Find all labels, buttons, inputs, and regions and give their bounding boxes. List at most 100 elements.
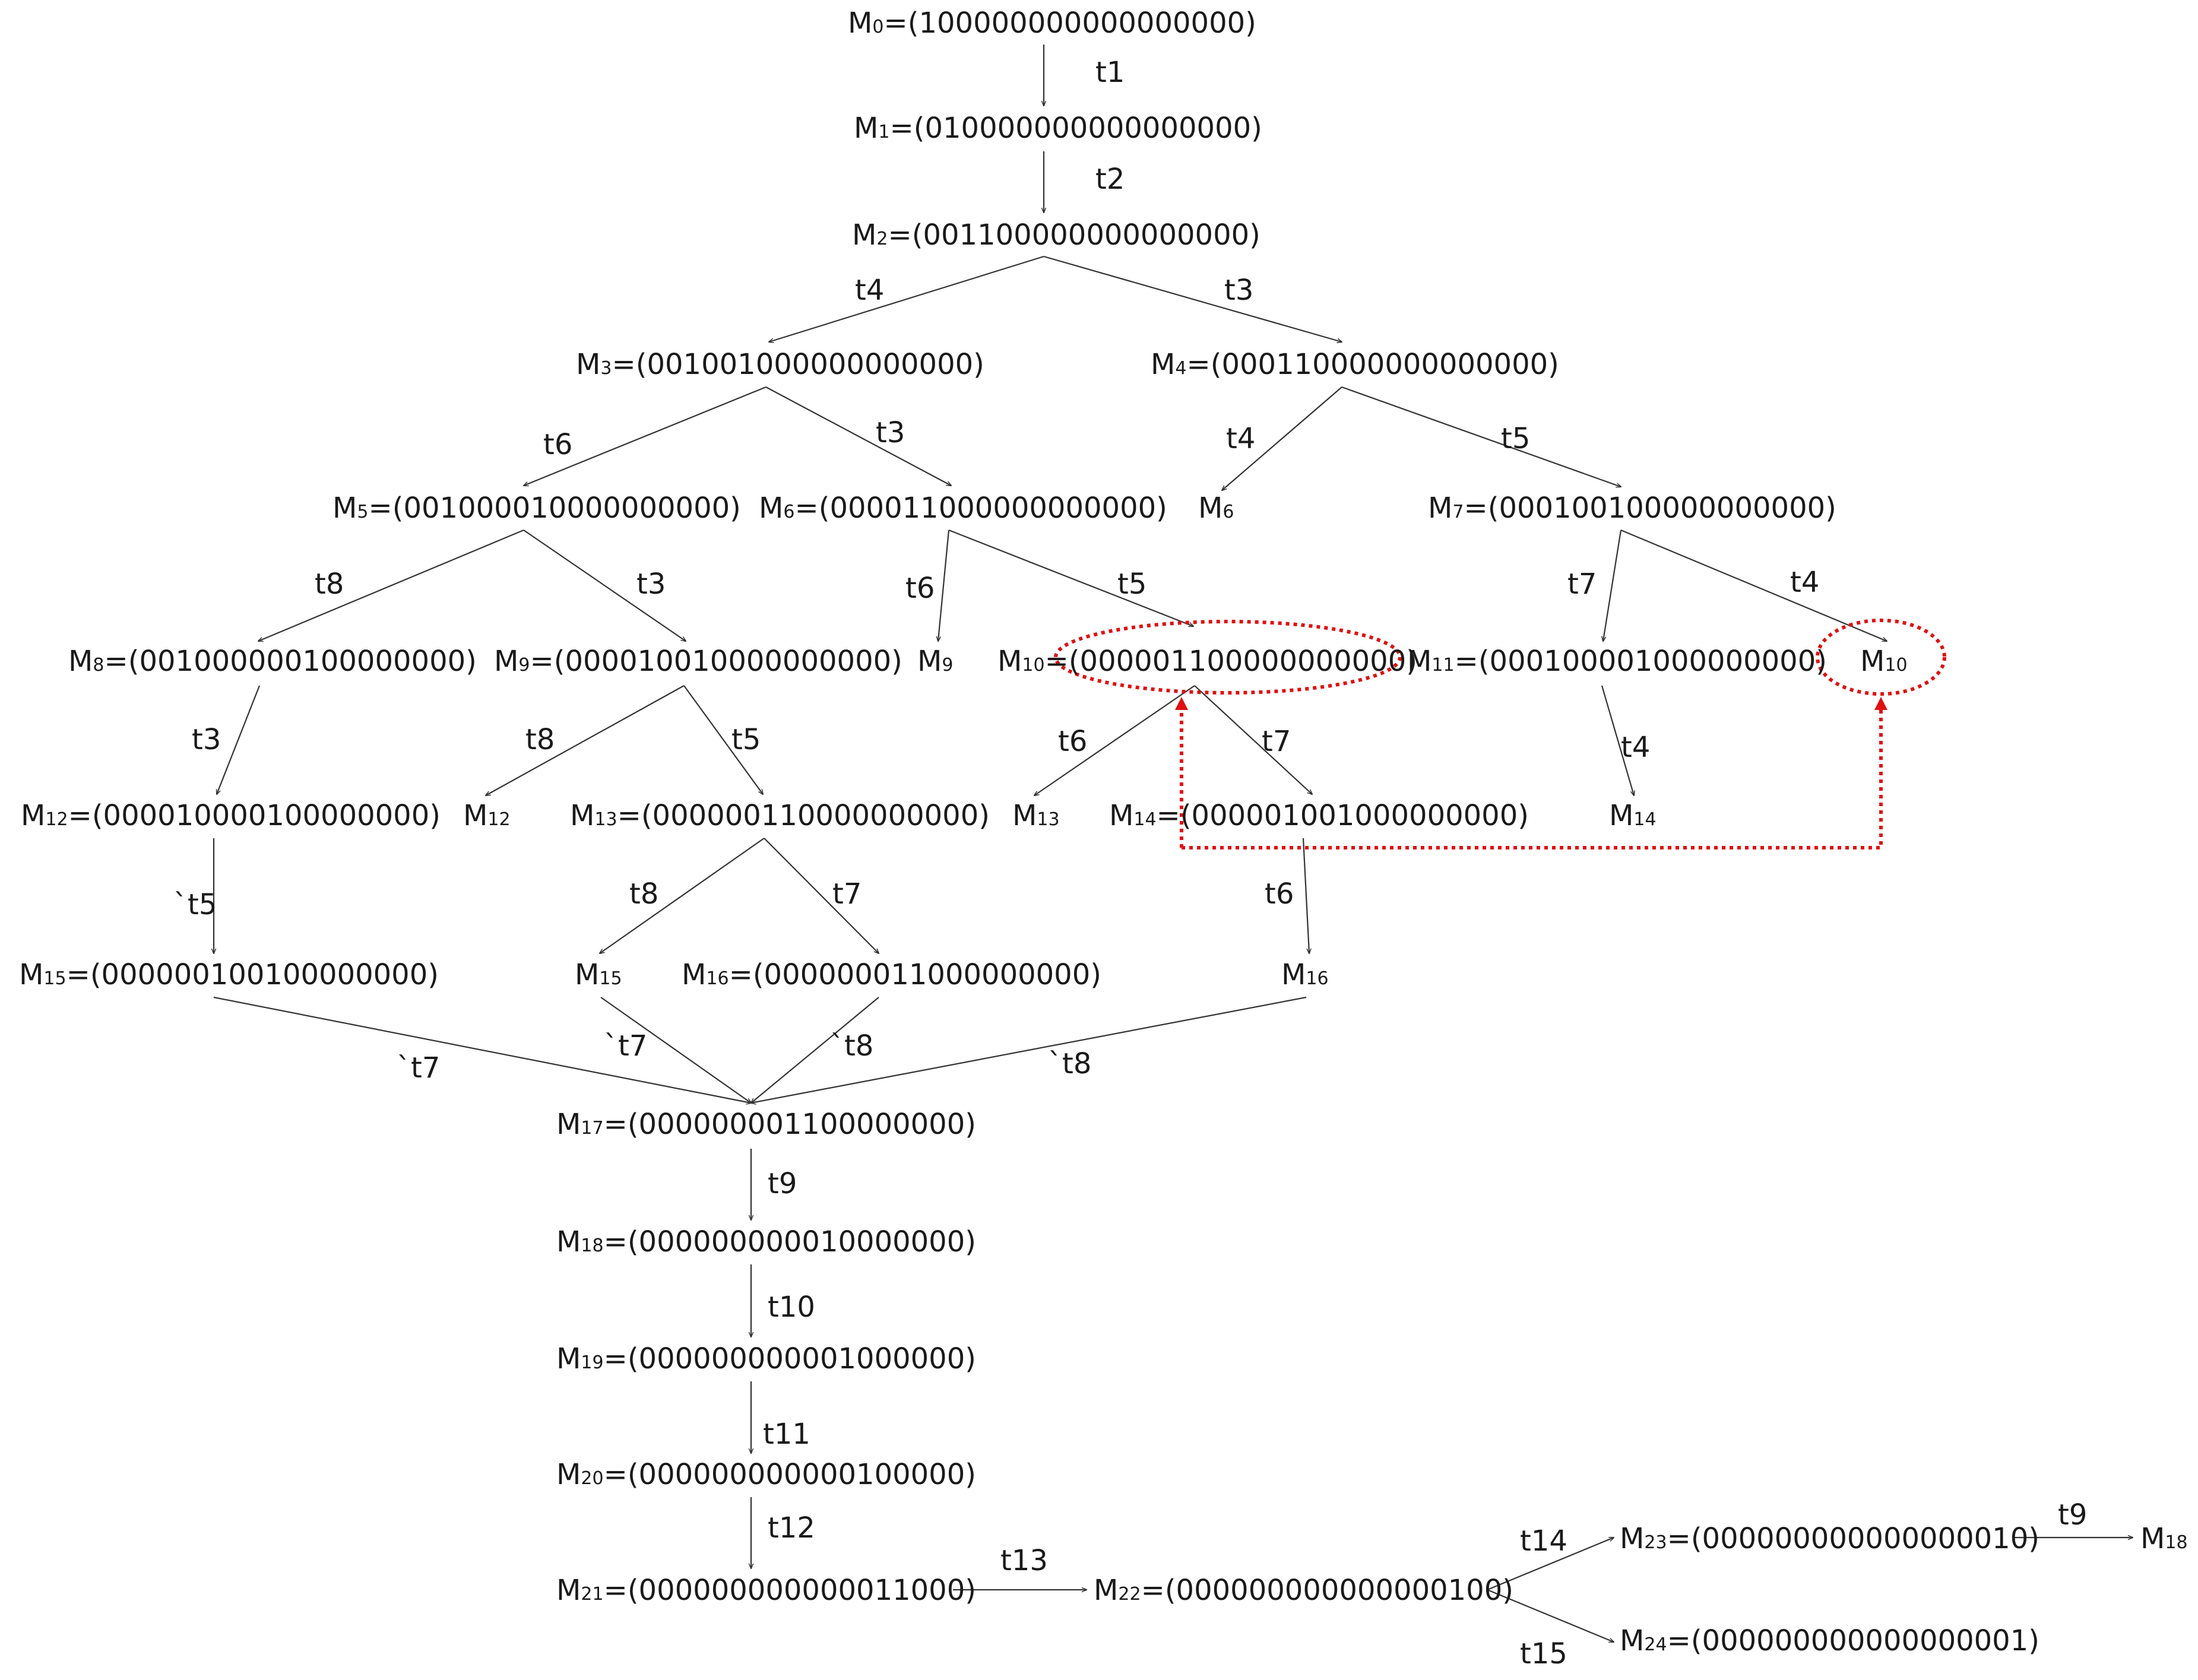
edge-m13-m16 bbox=[764, 838, 879, 953]
edge-label-m15r-m17: `t7 bbox=[604, 1029, 647, 1063]
edge-label-m19-m20: t11 bbox=[763, 1418, 810, 1451]
edge-m3-m6 bbox=[765, 386, 951, 486]
edge-m6-m10 bbox=[948, 529, 1193, 626]
edge-label-m17-m18: t9 bbox=[768, 1167, 797, 1200]
edge-label-m11-m14: t4 bbox=[1621, 731, 1650, 764]
edge-label-m16r-m17: `t8 bbox=[1048, 1047, 1091, 1080]
marking-m20: M20=(000000000000100000) bbox=[556, 1458, 976, 1491]
edge-label-m6-m9: t6 bbox=[905, 572, 935, 605]
marking-m15-repeat: M15 bbox=[575, 958, 622, 991]
edge-m6-m9 bbox=[938, 530, 950, 641]
marking-m14: M14=(000001001000000000) bbox=[1109, 799, 1529, 832]
marking-m6-repeat: M6 bbox=[1198, 492, 1234, 525]
marking-m16-repeat: M16 bbox=[1281, 958, 1329, 991]
marking-m15: M15=(000000100100000000) bbox=[19, 958, 439, 991]
marking-m12-repeat: M12 bbox=[463, 799, 511, 832]
highlight-ellipse-m10 bbox=[1054, 620, 1402, 695]
edge-label-m9-m13: t5 bbox=[731, 723, 761, 756]
marking-m24: M24=(000000000000000001) bbox=[1620, 1624, 2039, 1657]
edge-m15-m17 bbox=[213, 996, 751, 1103]
edge-m7-m10 bbox=[1620, 529, 1887, 641]
marking-m9: M9=(000010010000000000) bbox=[494, 645, 902, 678]
marking-m17: M17=(000000001100000000) bbox=[556, 1108, 976, 1141]
edge-label-m2-m4: t3 bbox=[1224, 274, 1253, 307]
edge-m5-m9 bbox=[523, 530, 686, 641]
edge-label-m1-m2: t2 bbox=[1095, 163, 1125, 196]
edge-m4-m6 bbox=[1222, 386, 1342, 490]
marking-m13: M13=(000000110000000000) bbox=[570, 799, 990, 832]
edge-m9-m12 bbox=[486, 685, 685, 795]
marking-m16: M16=(000000011000000000) bbox=[682, 958, 1101, 991]
marking-m9-repeat: M9 bbox=[917, 645, 954, 678]
edge-m3-m5 bbox=[524, 386, 767, 486]
edge-label-m4-m7: t5 bbox=[1501, 422, 1530, 455]
edge-m10-m14 bbox=[1194, 685, 1312, 794]
edge-m14-m16 bbox=[1302, 838, 1309, 953]
marking-m14-repeat: M14 bbox=[1609, 799, 1657, 832]
edge-label-m18-m19: t10 bbox=[768, 1291, 815, 1324]
edge-label-m9-m12: t8 bbox=[525, 723, 555, 756]
edge-m22-m23 bbox=[1487, 1538, 1614, 1591]
marking-m2: M2=(001100000000000000) bbox=[852, 218, 1260, 252]
edge-label-m3-m5: t6 bbox=[543, 428, 572, 461]
edge-m2-m3 bbox=[769, 255, 1044, 342]
marking-m21: M21=(000000000000011000) bbox=[556, 1574, 976, 1607]
edge-label-m5-m8: t8 bbox=[315, 568, 344, 601]
marking-m6: M6=(000011000000000000) bbox=[759, 492, 1167, 525]
edges bbox=[214, 45, 2133, 1642]
marking-m10-repeat: M10 bbox=[1860, 645, 1908, 678]
marking-m22: M22=(000000000000000100) bbox=[1094, 1574, 1513, 1607]
edge-label-m13-m16: t7 bbox=[832, 877, 862, 911]
edge-label-m22-m24: t15 bbox=[1520, 1637, 1567, 1671]
edge-label-m14-m16: t6 bbox=[1265, 877, 1294, 911]
edge-label-m12-m15: `t5 bbox=[173, 888, 217, 921]
edge-m10-m13 bbox=[1034, 685, 1195, 795]
highlight-ellipse-m10-duplicate bbox=[1816, 619, 1946, 696]
marking-m3: M3=(001001000000000000) bbox=[576, 348, 984, 381]
marking-m0: M0=(100000000000000000) bbox=[848, 7, 1256, 40]
edge-label-m4-m6: t4 bbox=[1226, 422, 1255, 455]
edge-m13-m15 bbox=[600, 838, 765, 953]
marking-m7: M7=(000100100000000000) bbox=[1428, 492, 1836, 525]
highlight-link bbox=[1182, 697, 1887, 849]
edge-label-m23-m18: t9 bbox=[2058, 1498, 2087, 1532]
edge-label-m22-m23: t14 bbox=[1520, 1524, 1567, 1558]
edge-label-m13-m15: t8 bbox=[629, 877, 658, 911]
edge-label-m21-m22: t13 bbox=[1000, 1544, 1048, 1577]
edge-label-m5-m9: t3 bbox=[636, 568, 666, 601]
edge-label-m8-m12: t3 bbox=[192, 723, 221, 756]
marking-m11: M11=(000100001000000000) bbox=[1407, 645, 1827, 678]
edge-m15r-m17 bbox=[600, 997, 751, 1103]
marking-m12: M12=(000010000100000000) bbox=[21, 799, 441, 832]
edge-label-m20-m21: t12 bbox=[768, 1511, 815, 1545]
edge-label-m3-m6: t3 bbox=[876, 416, 905, 449]
edge-label-m16-m17: `t8 bbox=[830, 1029, 873, 1063]
marking-m1: M1=(010000000000000000) bbox=[854, 112, 1262, 145]
duplicate-highlight bbox=[1054, 619, 1946, 849]
marking-m8: M8=(001000000100000000) bbox=[68, 645, 477, 678]
edge-m5-m8 bbox=[258, 529, 524, 641]
edge-label-m6-m10: t5 bbox=[1117, 568, 1146, 601]
marking-m13-repeat: M13 bbox=[1012, 799, 1060, 832]
marking-m18-repeat: M18 bbox=[2140, 1522, 2188, 1555]
edge-m22-m24 bbox=[1487, 1589, 1614, 1642]
nodes: M0=(100000000000000000) M1=(010000000000… bbox=[19, 7, 2188, 1657]
edge-m11-m14 bbox=[1601, 685, 1634, 795]
edge-label-m2-m3: t4 bbox=[855, 274, 884, 307]
marking-m19: M19=(000000000001000000) bbox=[556, 1342, 976, 1375]
edge-labels: t1 t2 t4 t3 t6 t3 t4 t5 t8 t3 t6 t5 t7 t… bbox=[173, 56, 2087, 1671]
edge-label-m7-m11: t7 bbox=[1567, 568, 1597, 601]
marking-m18: M18=(000000000010000000) bbox=[556, 1225, 976, 1259]
edge-label-m15-m17: `t7 bbox=[397, 1051, 440, 1085]
edge-m7-m11 bbox=[1603, 530, 1622, 641]
edge-m4-m7 bbox=[1341, 386, 1621, 487]
marking-m4: M4=(000110000000000000) bbox=[1151, 348, 1559, 381]
edge-label-m10-m13: t6 bbox=[1058, 725, 1087, 758]
edge-label-m10-m14: t7 bbox=[1262, 725, 1291, 758]
marking-m10: M10=(000001100000000000) bbox=[997, 645, 1417, 678]
edge-m16-m17 bbox=[751, 997, 879, 1103]
marking-m23: M23=(000000000000000010) bbox=[1620, 1522, 2039, 1555]
edge-m16r-m17 bbox=[751, 996, 1307, 1103]
edge-label-m0-m1: t1 bbox=[1095, 56, 1125, 89]
